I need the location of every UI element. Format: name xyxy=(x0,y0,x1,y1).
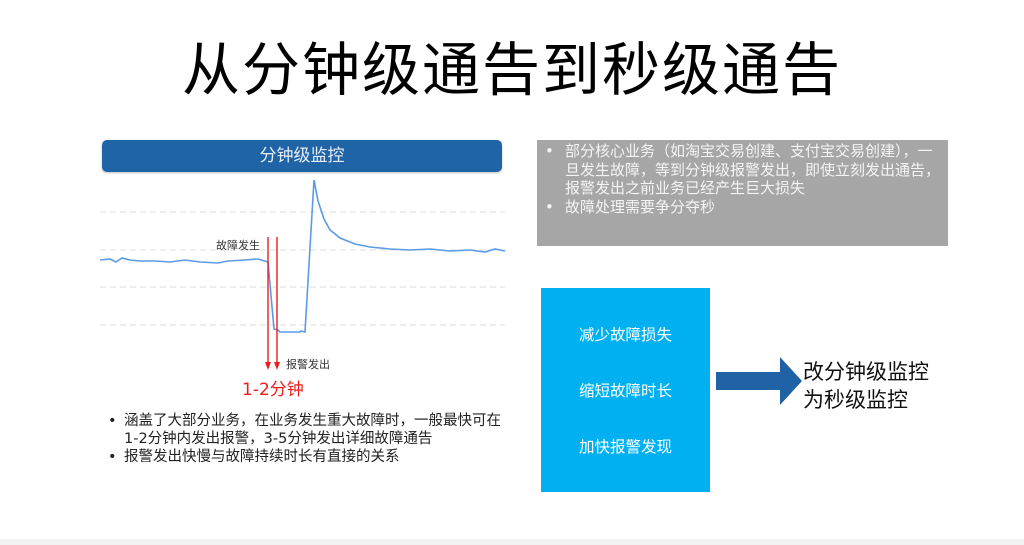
interval-label: 1-2分钟 xyxy=(242,380,304,400)
goal-shorten-duration: 缩短故障时长 xyxy=(578,382,672,400)
bullet-item: • 故障处理需要争分夺秒 xyxy=(545,197,716,216)
right-arrow-icon xyxy=(716,357,802,409)
chart-svg xyxy=(100,179,506,370)
arrow-down-icon xyxy=(265,362,271,370)
problem-statement-box: • 部分核心业务（如淘宝交易创建、支付宝交易创建），一旦发生故障，等到分钟级报警… xyxy=(537,140,948,246)
metric-line xyxy=(100,179,506,334)
gridlines xyxy=(100,211,505,326)
bullet-dot: • xyxy=(108,413,117,429)
alert-sent-label: 报警发出 xyxy=(286,358,330,371)
conclusion-line-1: 改分钟级监控 xyxy=(803,360,929,384)
left-bullet-list: • 涵盖了大部分业务，在业务发生重大故障时，一般最快可在1-2分钟内发出报警，3… xyxy=(108,412,508,466)
bullet-item: • 报警发出快慢与故障持续时长有直接的关系 xyxy=(108,449,400,465)
red-arrows xyxy=(267,237,278,365)
chart-header: 分钟级监控 xyxy=(102,140,502,172)
fault-occurs-label: 故障发生 xyxy=(216,239,260,252)
goal-reduce-loss: 减少故障损失 xyxy=(578,326,672,344)
bullet-dot: • xyxy=(108,449,117,465)
bullet-item: • 涵盖了大部分业务，在业务发生重大故障时，一般最快可在1-2分钟内发出报警，3… xyxy=(108,413,501,447)
slide-title: 从分钟级通告到秒级通告 xyxy=(181,36,842,104)
bullet-dot: • xyxy=(545,142,554,160)
minute-monitor-chart: 故障发生 报警发出 1-2分钟 xyxy=(100,175,510,405)
bullet-item: • 部分核心业务（如淘宝交易创建、支付宝交易创建），一旦发生故障，等到分钟级报警… xyxy=(545,142,941,197)
conclusion-text: 改分钟级监控 为秒级监控 xyxy=(803,358,929,414)
goal-faster-alert: 加快报警发现 xyxy=(578,438,672,456)
arrow-down-icon xyxy=(274,362,280,370)
bottom-strip xyxy=(0,539,1024,545)
goals-box: 减少故障损失 缩短故障时长 加快报警发现 xyxy=(541,288,710,492)
bullet-dot: • xyxy=(545,197,554,216)
conclusion-line-2: 为秒级监控 xyxy=(803,388,908,412)
